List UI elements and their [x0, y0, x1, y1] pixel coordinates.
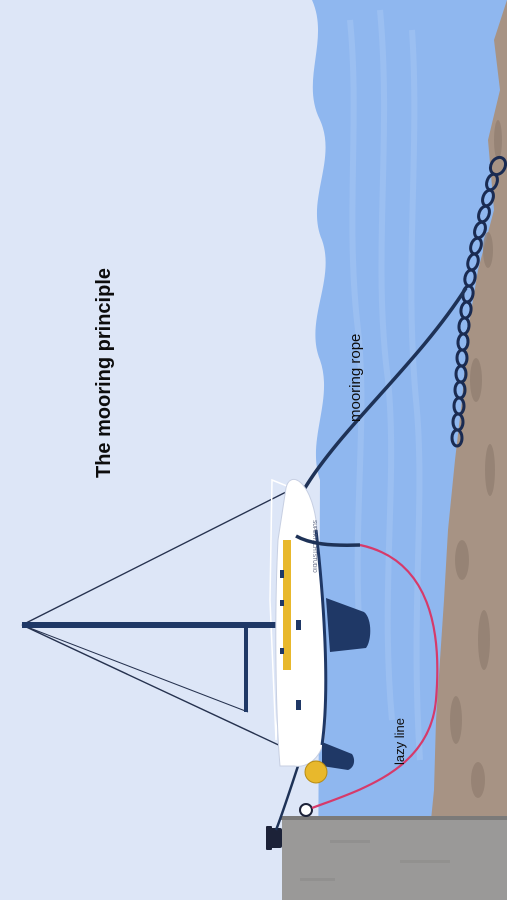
quay-texture — [300, 840, 450, 881]
seabed-texture — [450, 120, 502, 798]
lazy-line-label: lazy line — [392, 718, 407, 765]
deck-stripe — [283, 540, 291, 670]
quay-wall — [282, 818, 507, 900]
quay-edge — [280, 816, 507, 820]
rudder — [322, 742, 355, 770]
hull-marking: SUPERYACHTSTUDIO — [311, 520, 317, 573]
deck-details — [280, 570, 301, 710]
mast — [22, 622, 276, 628]
stern-line — [274, 759, 302, 831]
fender-icon — [304, 760, 328, 784]
mooring-ring-icon — [299, 803, 313, 817]
hull-stripe — [314, 529, 328, 746]
boom — [244, 628, 248, 712]
bow-line — [295, 534, 361, 547]
diagram-title: The mooring principle — [93, 268, 115, 478]
bollard-icon — [266, 826, 282, 850]
lazy-line — [311, 543, 439, 810]
sky-background — [0, 0, 330, 900]
water-ripples — [347, 9, 423, 761]
jib-sail — [269, 478, 293, 741]
mooring-rope-label: mooring rope — [347, 334, 364, 422]
anchor-chain-icon — [450, 155, 507, 448]
seabed — [430, 0, 507, 900]
rigging — [21, 489, 301, 756]
keel — [326, 598, 371, 652]
